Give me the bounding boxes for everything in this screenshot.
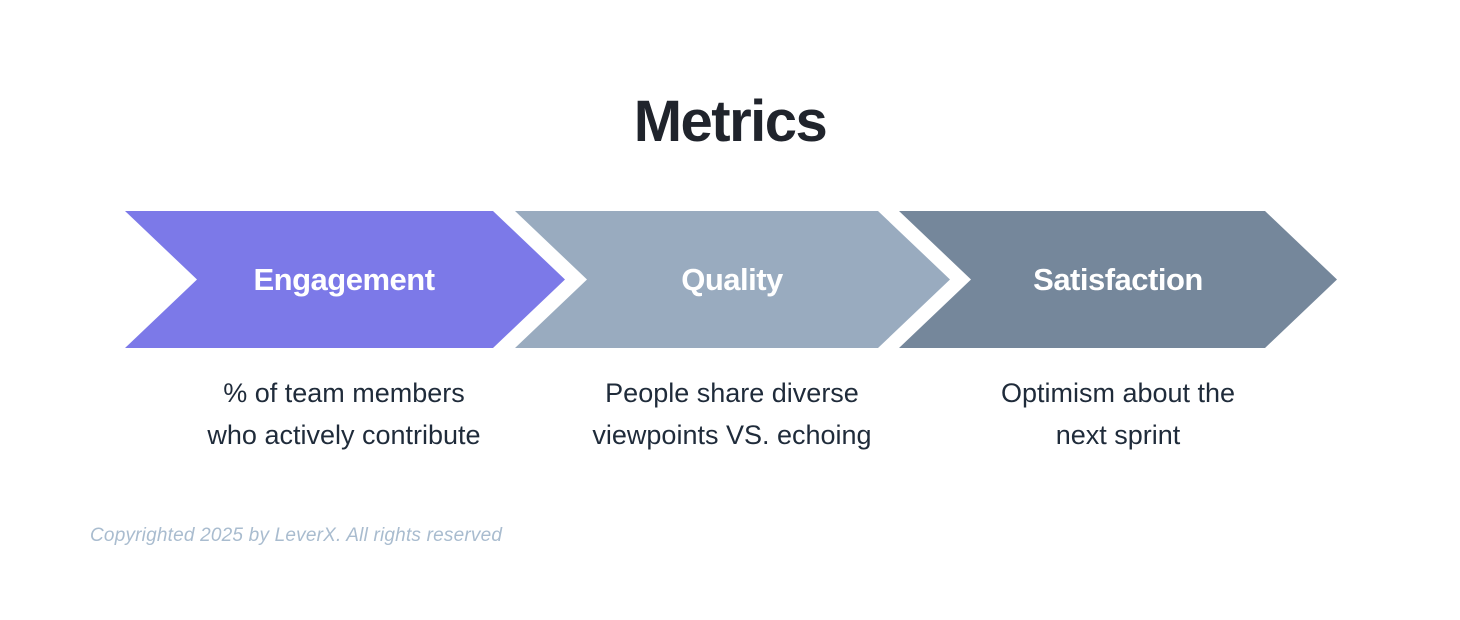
step-description-engagement: % of team members who actively contribut… [207,378,481,450]
arrow-shape-quality [515,211,950,348]
step-description-satisfaction: Optimism about the next sprint [1000,378,1236,450]
step-label-satisfaction: Satisfaction [1033,261,1203,297]
arrow-shape-engagement [125,211,565,348]
page-title: Metrics [633,89,828,154]
step-label-quality: Quality [681,261,783,297]
step-label-engagement: Engagement [253,261,435,297]
arrow-shape-satisfaction [899,211,1337,348]
copyright-text: Copyrighted 2025 by LeverX. All rights r… [90,525,503,546]
process-arrows-diagram [125,211,1337,348]
step-description-quality: People share diverse viewpoints VS. echo… [592,378,872,450]
